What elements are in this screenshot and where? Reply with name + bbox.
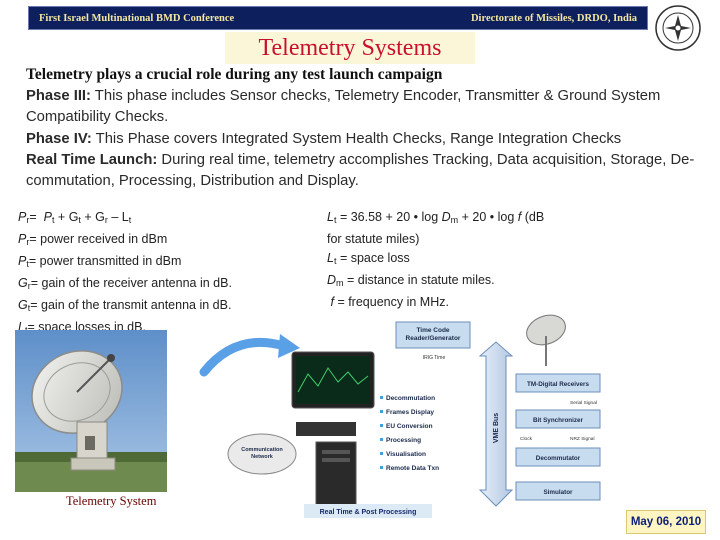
conference-name: First Israel Multinational BMD Conferenc…: [39, 12, 235, 24]
flow-arrow-icon: [199, 337, 289, 377]
header-bar: First Israel Multinational BMD Conferenc…: [28, 6, 648, 30]
phase-three-paragraph: Phase III: This phase includes Sensor ch…: [26, 86, 706, 128]
serial-signal-label: Serial Signal: [570, 400, 597, 406]
space-loss-equation: Lt = 36.58 + 20 • log Dm + 20 • log f (d…: [327, 210, 545, 225]
slide-date: May 06, 2010: [630, 516, 702, 528]
real-time-launch-text: During real time, telemetry accomplishes…: [26, 152, 695, 189]
clock-label: Clock: [520, 436, 533, 442]
simulator-box: Simulator: [543, 489, 573, 496]
slide-subtitle: Telemetry plays a crucial role during an…: [26, 66, 443, 83]
bit-synchronizer-box: Bit Synchronizer: [533, 417, 584, 424]
real-time-launch-label: Real Time Launch:: [26, 152, 158, 168]
telemetry-antenna-photo: [15, 330, 167, 492]
real-time-launch-paragraph: Real Time Launch: During real time, tele…: [26, 150, 706, 192]
vme-bus-label: VME Bus: [493, 413, 500, 443]
organization-name: Directorate of Missiles, DRDO, India: [470, 12, 637, 24]
formula-def-gr: Gr= gain of the receiver antenna in dB.: [18, 276, 232, 291]
function-list: Decommutation Frames Display EU Conversi…: [386, 395, 439, 472]
phase-four-paragraph: Phase IV: This Phase covers Integrated S…: [26, 129, 706, 150]
formula-def-distance: Dm = distance in statute miles.: [327, 273, 495, 288]
phase-three-text: This phase includes Sensor checks, Telem…: [26, 88, 661, 125]
formula-def-gt: Gt= gain of the transmit antenna in dB.: [18, 298, 232, 313]
link-budget-formula: Pr= Pt + Gt + Gr – Lt Pr= power received…: [18, 208, 318, 340]
space-loss-equation-cont: for statute miles): [327, 232, 420, 246]
drdo-emblem-icon: [655, 5, 701, 51]
irig-label: IRIG Time: [423, 355, 446, 361]
phase-four-label: Phase IV:: [26, 131, 92, 147]
vme-bus-arrow-icon: [478, 341, 514, 507]
tm-receivers-box: TM-Digital Receivers: [527, 381, 589, 388]
phase-four-text: This Phase covers Integrated System Heal…: [91, 131, 622, 147]
slide-title-box: Telemetry Systems: [225, 32, 475, 64]
photo-caption: Telemetry System: [66, 494, 157, 508]
link-budget-equation: Pr= Pt + Gt + Gr – Lt: [18, 210, 132, 225]
phase-three-label: Phase III:: [26, 88, 91, 104]
formula-def-pt: Pt= power transmitted in dBm: [18, 254, 182, 269]
slide-title: Telemetry Systems: [258, 34, 442, 61]
space-loss-formula: Lt = 36.58 + 20 • log Dm + 20 • log f (d…: [327, 208, 627, 312]
diagram-footer: Real Time & Post Processing: [320, 509, 417, 516]
communication-network-cloud-icon: [227, 433, 297, 475]
decommutator-box: Decommutator: [536, 455, 581, 462]
formula-def-space-loss: Lt = space loss: [327, 251, 410, 266]
formula-def-frequency: f = frequency in MHz.: [330, 295, 449, 309]
satellite-dish-icon: [526, 314, 566, 346]
nrz-signal-label: NRZ Signal: [570, 436, 595, 442]
formula-def-pr: Pr= power received in dBm: [18, 232, 168, 247]
date-badge: May 06, 2010: [626, 510, 706, 534]
